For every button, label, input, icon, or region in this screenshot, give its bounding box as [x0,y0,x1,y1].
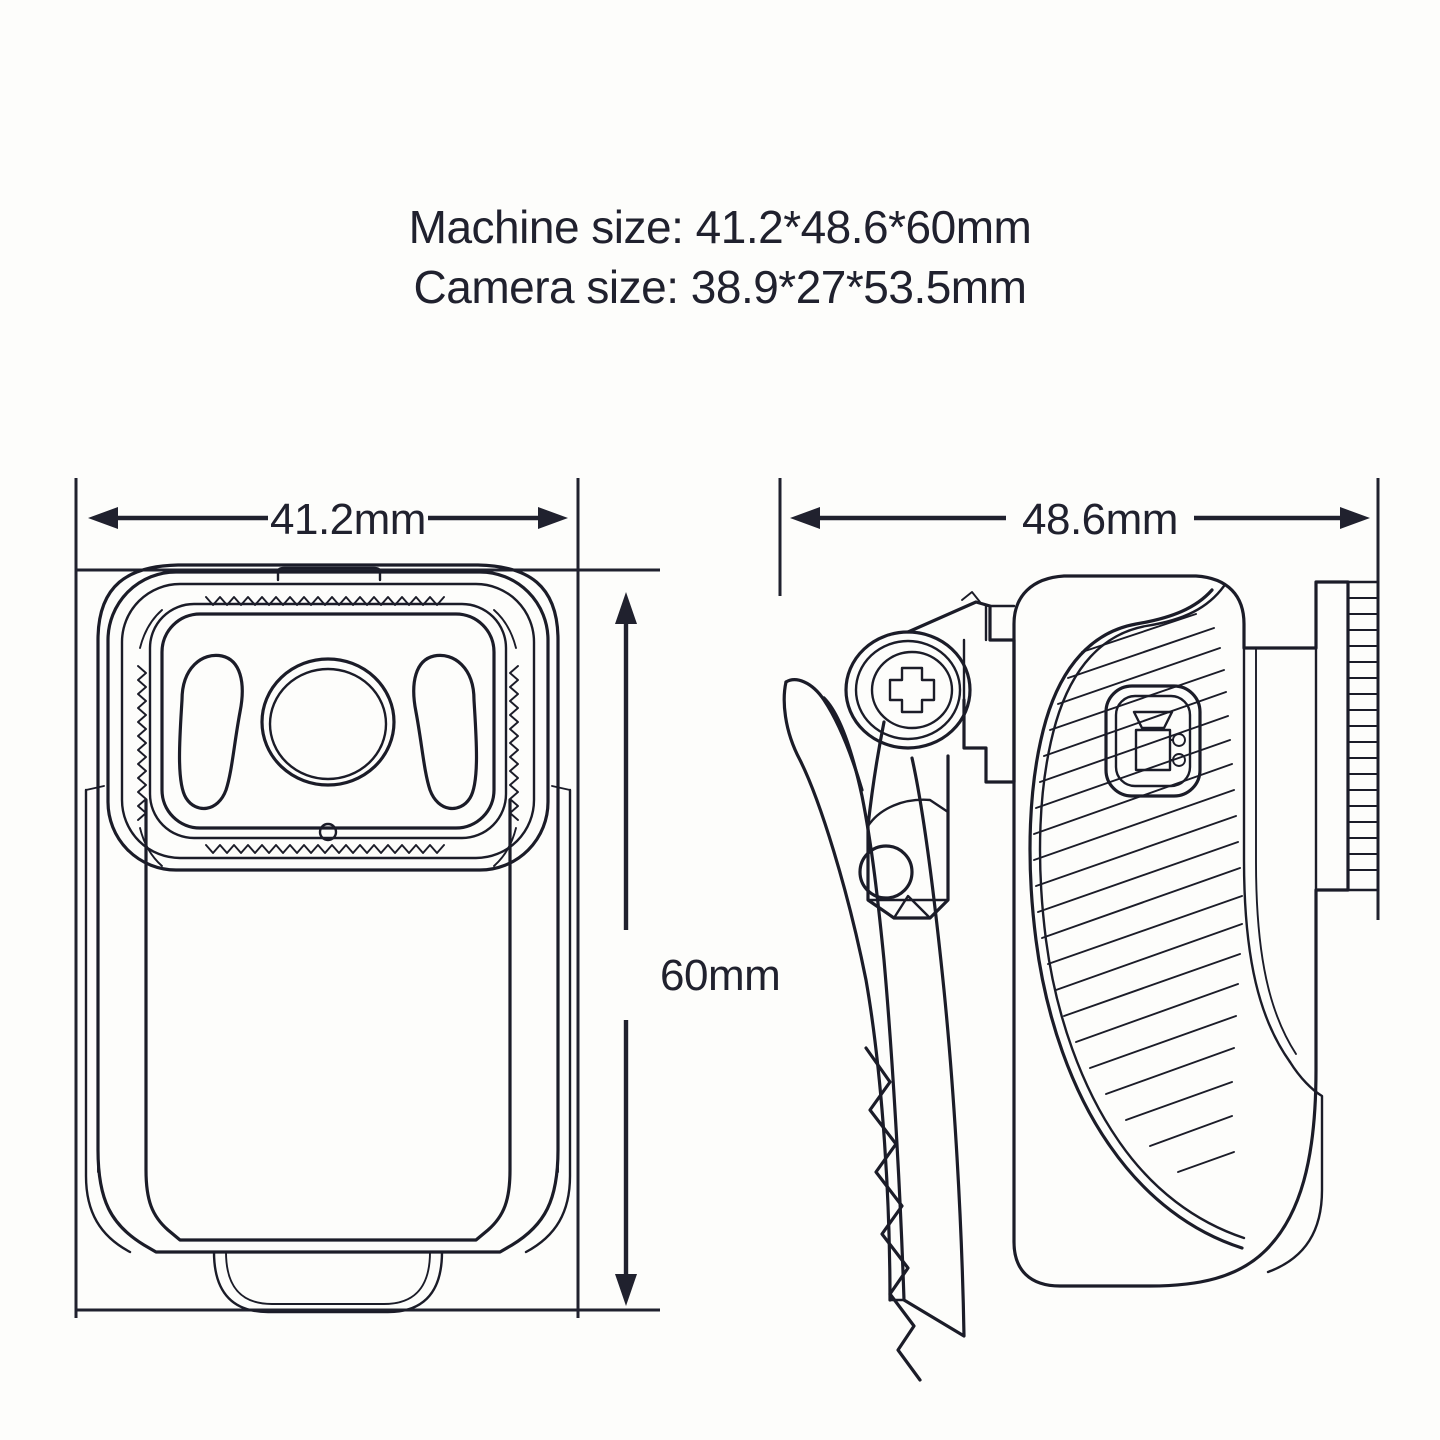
camera-icon [1132,710,1186,772]
phillips-screw [844,630,972,750]
front-height-label: 60mm [660,951,780,1000]
spec-text-block: Machine size: 41.2*48.6*60mm Camera size… [0,198,1440,318]
side-view-group: 48.6mm [778,478,1380,1382]
clip-arm-serrated [822,696,966,1338]
dim-front-width: 41.2mm [88,495,568,544]
front-extension-lines [74,478,660,1318]
dim-side-width: 48.6mm [790,495,1370,544]
camera-module-bezel [106,570,550,872]
bottom-mount-tab [212,1250,444,1314]
camera-lens [260,657,396,787]
led-light-right [412,653,479,811]
side-body-bottom-lip [1012,1240,1062,1288]
side-body-shell [1012,574,1350,1288]
phillips-cross-slot [888,666,936,714]
dim-front-height: 60mm [615,592,781,1306]
ribbed-grip-panel [1028,584,1246,1250]
side-width-label: 48.6mm [1022,495,1178,544]
clip-link [866,720,950,920]
microphone-hole [318,822,338,842]
edge-rib-band [1346,580,1380,892]
led-light-left [177,653,244,811]
record-button-badge[interactable] [1104,684,1202,798]
front-view-group: 41.2mm 60mm [74,478,781,1318]
bezel-serration-texture [137,596,519,867]
camera-size-label: Camera size: 38.9*27*53.5mm [413,260,1027,313]
edge-ribs [1347,597,1379,871]
top-notch-tab [276,566,382,582]
grip-stripes [1033,613,1243,1173]
front-body-outline [84,563,572,1254]
clip-pivot-pin [858,844,914,900]
clip-teeth [864,1046,922,1382]
machine-size-label: Machine size: 41.2*48.6*60mm [408,201,1032,253]
front-width-label: 41.2mm [270,495,426,544]
